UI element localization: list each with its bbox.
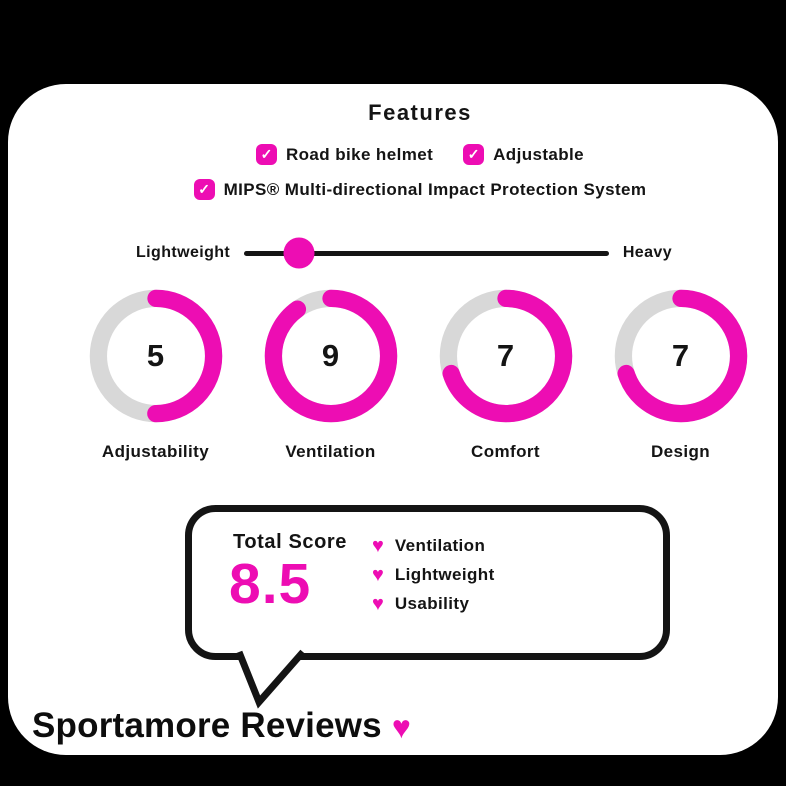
checkbox-checked-icon: ✓	[463, 144, 485, 165]
highlights-list: ♥ Ventilation ♥ Lightweight ♥ Usability	[372, 536, 495, 614]
gauge-ring-chart	[439, 289, 572, 423]
gauge-ring: 7	[434, 284, 578, 428]
gauge-progress-arc	[89, 289, 222, 423]
features-row-2: ✓ MIPS® Multi-directional Impact Protect…	[60, 179, 780, 200]
gauge-ring: 7	[609, 284, 753, 428]
heart-icon: ♥	[391, 709, 411, 745]
gauge-progress-arc	[614, 289, 747, 423]
gauge-progress-arc	[439, 289, 572, 423]
gauge-label: Comfort	[471, 442, 540, 461]
speech-bubble-outline	[185, 505, 670, 660]
total-score-value: 8.5	[229, 552, 312, 616]
highlight-item: ♥ Ventilation	[372, 536, 495, 556]
brand-title: Sportamore Reviews	[32, 706, 382, 745]
gauge-ring: 5	[84, 284, 228, 428]
gauge-ring: 9	[259, 284, 403, 428]
feature-item: ✓ MIPS® Multi-directional Impact Protect…	[193, 179, 647, 200]
checkbox-checked-icon: ✓	[255, 144, 277, 165]
weight-scale-thumb	[283, 237, 315, 269]
footer-brand: Sportamore Reviews ♥	[32, 706, 411, 746]
gauge-score: 7	[671, 338, 690, 373]
features-row-1: ✓ Road bike helmet ✓ Adjustable	[60, 144, 780, 165]
heart-icon: ♥	[372, 564, 384, 586]
feature-item: ✓ Adjustable	[463, 144, 584, 165]
feature-label: Adjustable	[493, 144, 585, 164]
total-score-label: Total Score	[233, 531, 348, 553]
gauge-score: 9	[321, 338, 340, 373]
gauge-score: 7	[496, 338, 515, 373]
feature-label: Road bike helmet	[285, 144, 434, 164]
gauge-score: 5	[146, 338, 165, 373]
lightweight-label: Lightweight	[136, 244, 231, 261]
highlight-item: ♥ Lightweight	[372, 565, 495, 585]
heavy-label: Heavy	[622, 244, 672, 261]
gauge-adjustability: 5 Adjustability	[68, 284, 243, 462]
speech-bubble-tail	[235, 649, 306, 709]
gauge-label: Design	[650, 442, 711, 461]
highlight-label: Lightweight	[394, 565, 495, 584]
gauge-label: Adjustability	[101, 442, 210, 461]
gauge-ring-chart	[89, 289, 222, 423]
checkbox-checked-icon: ✓	[193, 179, 215, 200]
highlight-label: Usability	[394, 594, 470, 613]
highlight-label: Ventilation	[394, 536, 486, 555]
score-gauges-row: 5 Adjustability 9 Ventilation 7	[68, 284, 768, 462]
gauge-ring-chart	[264, 289, 397, 423]
gauge-comfort: 7 Comfort	[418, 284, 593, 462]
gauge-design: 7 Design	[593, 284, 768, 462]
highlight-item: ♥ Usability	[372, 594, 495, 614]
gauge-ring-chart	[614, 289, 747, 423]
gauge-progress-arc	[264, 289, 397, 423]
heart-icon: ♥	[372, 593, 384, 615]
heart-icon: ♥	[372, 535, 384, 557]
gauge-ventilation: 9 Ventilation	[243, 284, 418, 462]
weight-scale-track	[244, 237, 609, 269]
gauge-label: Ventilation	[285, 442, 376, 461]
feature-item: ✓ Road bike helmet	[255, 144, 434, 165]
feature-label: MIPS® Multi-directional Impact Protectio…	[223, 179, 647, 199]
weight-scale: Lightweight Heavy	[136, 236, 672, 270]
features-title: Features	[368, 100, 472, 125]
